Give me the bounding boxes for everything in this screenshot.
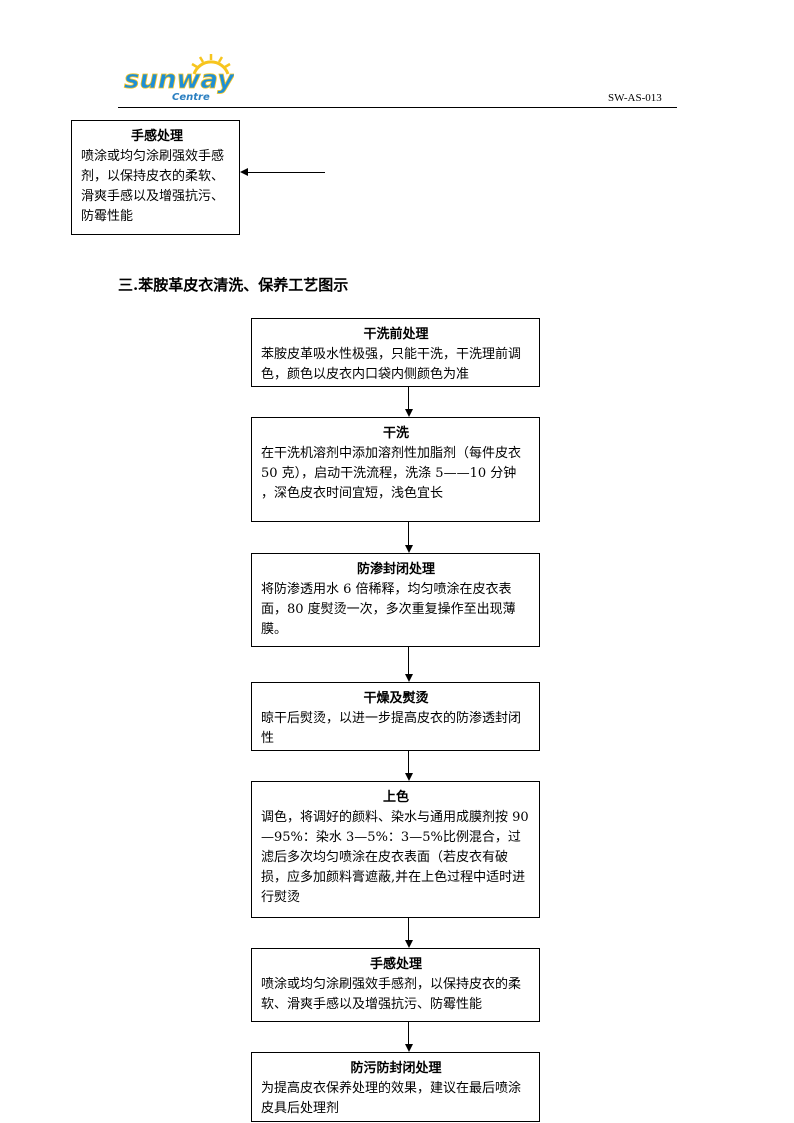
step-title: 防污防封闭处理: [350, 1061, 442, 1076]
step-box-pre-dryclean: 干洗前处理 苯胺皮革吸水性极强，只能干洗，干洗理前调色，颜色以皮衣内口袋内侧颜色…: [251, 318, 540, 387]
step-title: 干洗: [382, 426, 409, 441]
step-box-coloring: 上色 调色，将调好的颜料、染水与通用成膜剂按 90—95%：染水 3—5%：3—…: [251, 781, 540, 918]
flow-connector: [408, 522, 409, 545]
step-title: 干燥及熨烫: [363, 691, 429, 706]
header-divider: [118, 107, 677, 108]
flow-connector: [408, 647, 409, 674]
step-body: 苯胺皮革吸水性极强，只能干洗，干洗理前调色，颜色以皮衣内口袋内侧颜色为准: [261, 347, 522, 382]
step-box-sealing: 防渗封闭处理 将防渗透用水 6 倍稀释，均匀喷涂在皮衣表面，80 度熨烫一次，多…: [251, 553, 540, 647]
logo-wordmark: sunway: [124, 65, 234, 95]
step-title: 防渗封闭处理: [356, 562, 435, 577]
logo-subtext: Centre: [172, 92, 210, 103]
step-body: 喷涂或均匀涂刷强效手感剂，以保持皮衣的柔软、滑爽手感以及增强抗污、防霉性能: [261, 977, 522, 1012]
step-body: 在干洗机溶剂中添加溶剂性加脂剂（每件皮衣 50 克），启动干洗流程，洗涤 5——…: [261, 446, 522, 501]
step-box-antifouling: 防污防封闭处理 为提高皮衣保养处理的效果，建议在最后喷涂皮具后处理剂: [251, 1052, 540, 1122]
box-title: 手感处理: [130, 129, 183, 144]
arrow-down-icon: [405, 773, 413, 781]
step-body: 为提高皮衣保养处理的效果，建议在最后喷涂皮具后处理剂: [261, 1081, 522, 1116]
sunway-logo: sunway Centre: [124, 54, 234, 103]
arrow-down-icon: [405, 674, 413, 682]
step-title: 上色: [382, 790, 409, 805]
arrow-down-icon: [405, 940, 413, 948]
step-body: 晾干后熨烫，以进一步提高皮衣的防渗透封闭性: [261, 711, 522, 746]
flow-connector: [408, 918, 409, 940]
flow-connector: [408, 751, 409, 773]
arrow-down-icon: [405, 1044, 413, 1052]
document-code: SW-AS-013: [608, 92, 662, 104]
arrow-left-icon: [240, 168, 248, 176]
section-heading: 三.苯胺革皮衣清洗、保养工艺图示: [118, 276, 349, 294]
step-box-dryclean: 干洗 在干洗机溶剂中添加溶剂性加脂剂（每件皮衣 50 克），启动干洗流程，洗涤 …: [251, 417, 540, 522]
step-title: 干洗前处理: [363, 327, 429, 342]
arrow-down-icon: [405, 545, 413, 553]
step-body: 调色，将调好的颜料、染水与通用成膜剂按 90—95%：染水 3—5%：3—5%比…: [261, 810, 529, 905]
step-box-handfeel: 手感处理 喷涂或均匀涂刷强效手感剂，以保持皮衣的柔软、滑爽手感以及增强抗污、防霉…: [251, 948, 540, 1022]
arrow-down-icon: [405, 409, 413, 417]
connector-line: [247, 172, 325, 173]
step-box-drying-ironing: 干燥及熨烫 晾干后熨烫，以进一步提高皮衣的防渗透封闭性: [251, 682, 540, 751]
handfeel-note-box: 手感处理 喷涂或均匀涂刷强效手感剂，以保持皮衣的柔软、滑爽手感以及增强抗污、防霉…: [71, 120, 240, 235]
flow-connector: [408, 1022, 409, 1044]
step-body: 将防渗透用水 6 倍稀释，均匀喷涂在皮衣表面，80 度熨烫一次，多次重复操作至出…: [261, 582, 516, 637]
flow-connector: [408, 387, 409, 409]
sun-icon: [191, 54, 231, 75]
step-title: 手感处理: [369, 957, 422, 972]
box-body: 喷涂或均匀涂刷强效手感剂，以保持皮衣的柔软、滑爽手感以及增强抗污、防霉性能: [81, 149, 225, 224]
